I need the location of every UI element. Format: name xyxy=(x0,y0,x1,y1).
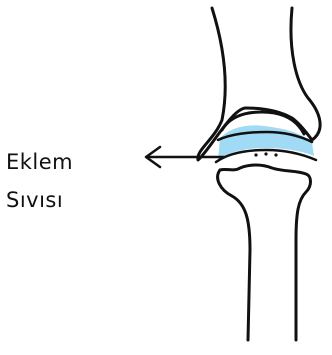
arrow-left-icon xyxy=(146,147,224,167)
fluid-dot xyxy=(264,152,267,155)
label-text-2: Sıvısı xyxy=(6,188,63,212)
fluid-dot xyxy=(274,153,277,156)
label-line-2: Sıvısı xyxy=(6,190,63,211)
label-line-1: Eklem xyxy=(6,152,73,173)
tibia-bone xyxy=(220,165,311,340)
tibia-bone-left xyxy=(218,170,250,340)
label-text-1: Eklem xyxy=(6,150,73,174)
fluid-dot xyxy=(254,153,257,156)
